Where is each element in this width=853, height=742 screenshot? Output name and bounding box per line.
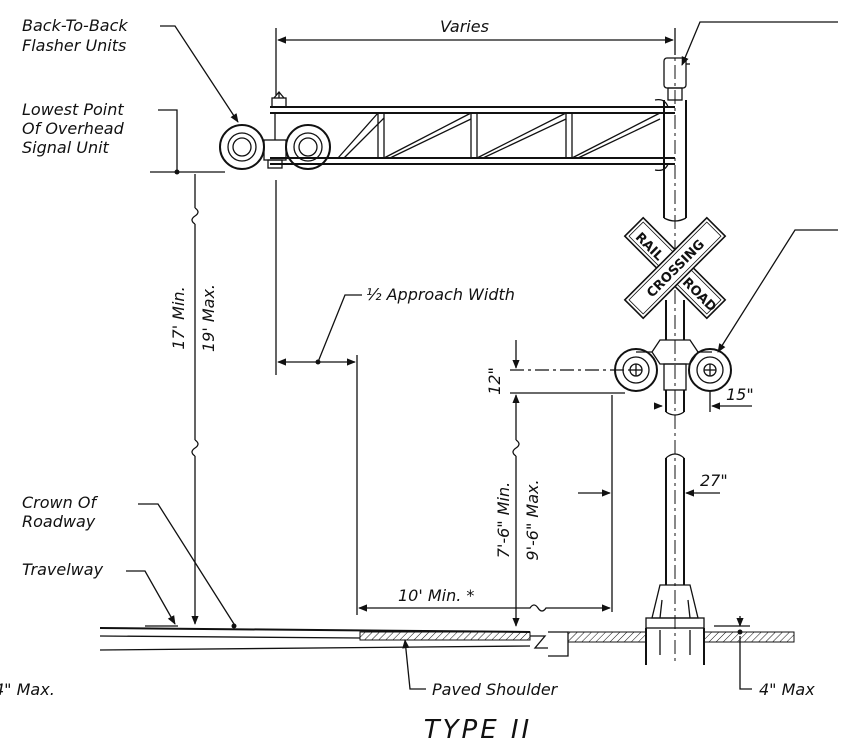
label-back-to-back-line1: Back-To-Back xyxy=(22,16,128,35)
label-19-max: 19' Max. xyxy=(199,284,218,352)
labels: Back-To-Back Flasher Units Lowest Point … xyxy=(0,16,815,742)
label-10-min: 10' Min. * xyxy=(398,586,474,605)
label-half-approach-width: ½ Approach Width xyxy=(366,285,515,304)
dimension-lines xyxy=(150,28,752,635)
label-4-max-right: 4" Max xyxy=(759,680,815,699)
label-travelway: Travelway xyxy=(22,560,104,579)
label-4-max-left: 4" Max. xyxy=(0,680,55,699)
mast-foundation xyxy=(645,584,705,665)
label-lowest-point-line1: Lowest Point xyxy=(22,100,124,119)
label-9-6-max: 9'-6" Max. xyxy=(523,479,542,560)
label-15-in: 15" xyxy=(726,385,754,404)
label-7-6-min: 7'-6" Min. xyxy=(494,482,513,558)
label-back-to-back-line2: Flasher Units xyxy=(22,36,126,55)
label-crown-line1: Crown Of xyxy=(22,493,98,512)
diagram-title: TYPE II xyxy=(424,715,532,742)
label-lowest-point-line2: Of Overhead xyxy=(22,119,125,138)
label-varies: Varies xyxy=(440,17,489,36)
overhead-flasher-units xyxy=(219,113,331,170)
leader-lines xyxy=(126,21,838,690)
mast-flasher-units xyxy=(614,339,732,392)
label-12-in: 12" xyxy=(485,367,504,395)
label-lowest-point-line3: Signal Unit xyxy=(22,138,110,157)
roadway-section xyxy=(99,625,795,657)
label-27-in: 27" xyxy=(700,471,728,490)
label-crown-line2: Roadway xyxy=(22,512,96,531)
label-paved-shoulder: Paved Shoulder xyxy=(432,680,559,699)
label-17-min: 17' Min. xyxy=(169,286,188,349)
cantilever-structure xyxy=(270,90,675,172)
signal-mast xyxy=(663,40,690,665)
